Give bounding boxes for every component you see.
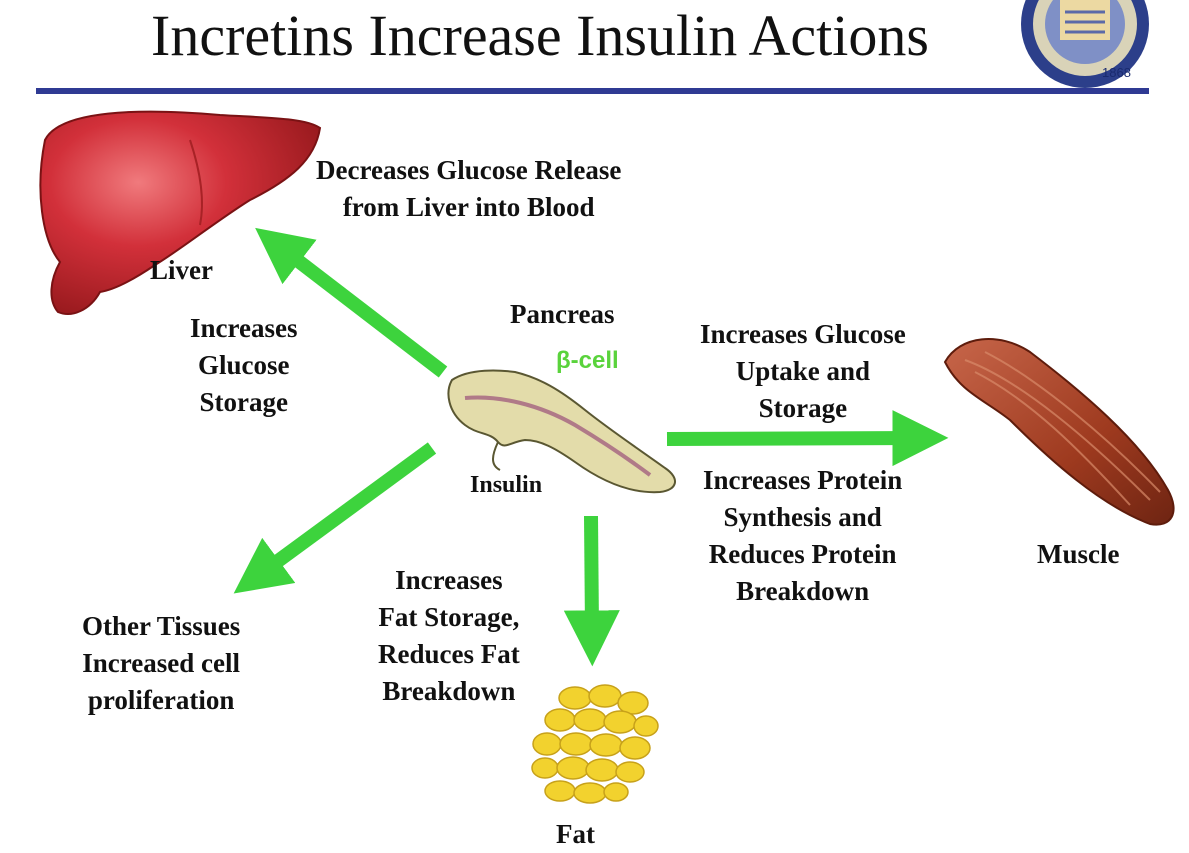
muscle-protein-line-4: Breakdown [736, 576, 870, 606]
arrow-to-liver [255, 227, 448, 378]
liver-release-text: Decreases Glucose Release from Liver int… [316, 152, 621, 226]
insulin-label: Insulin [470, 472, 543, 498]
slide-title: Incretins Increase Insulin Actions [151, 3, 929, 68]
other-tissues-line-3: proliferation [87, 685, 235, 715]
liver-label: Liver [150, 255, 213, 285]
muscle-glucose-line-3: Storage [758, 393, 848, 423]
arrow-to-fat [563, 515, 620, 667]
liver-release-line-1: Decreases Glucose Release [316, 155, 622, 185]
fat-effect-line-1: Increases [395, 565, 503, 595]
muscle-glucose-line-1: Increases Glucose [700, 319, 906, 349]
liver-release-line-2: from Liver into Blood [342, 192, 595, 222]
fat-effect-line-2: Fat Storage, [378, 602, 520, 632]
liver-storage-line-3: Storage [199, 387, 288, 417]
fat-effect-text: Increases Fat Storage, Reduces Fat Break… [378, 562, 520, 710]
muscle-label: Muscle [1037, 539, 1120, 569]
muscle-glucose-line-2: Uptake and [735, 356, 871, 386]
muscle-protein-line-1: Increases Protein [703, 465, 903, 495]
other-tissues-text: Other Tissues Increased cell proliferati… [82, 608, 240, 719]
university-seal-icon: 1868 [1021, 0, 1149, 88]
pancreas-label: Pancreas [510, 299, 615, 329]
other-tissues-line-1: Other Tissues [82, 611, 241, 641]
fat-effect-line-4: Breakdown [382, 676, 516, 706]
title-divider [36, 88, 1149, 94]
other-tissues-line-2: Increased cell [82, 648, 240, 678]
liver-storage-text: Increases Glucose Storage [190, 310, 298, 421]
fat-effect-line-3: Reduces Fat [378, 639, 520, 669]
muscle-glucose-text: Increases Glucose Uptake and Storage [700, 316, 906, 427]
arrow-to-muscle [666, 410, 949, 467]
liver-storage-line-2: Glucose [198, 350, 290, 380]
pancreas-illustration [447, 369, 676, 494]
beta-cell-label: β-cell [556, 347, 619, 374]
muscle-protein-line-3: Reduces Protein [708, 539, 897, 569]
liver-storage-line-1: Increases [190, 313, 298, 343]
svg-text:1868: 1868 [1102, 65, 1131, 80]
liver-illustration [39, 110, 322, 315]
muscle-illustration [943, 338, 1175, 526]
muscle-protein-line-2: Synthesis and [723, 502, 882, 532]
fat-label: Fat [556, 819, 595, 849]
arrow-to-other-tissues [233, 442, 437, 594]
fat-cells-illustration [531, 684, 659, 804]
muscle-protein-text: Increases Protein Synthesis and Reduces … [703, 462, 902, 610]
